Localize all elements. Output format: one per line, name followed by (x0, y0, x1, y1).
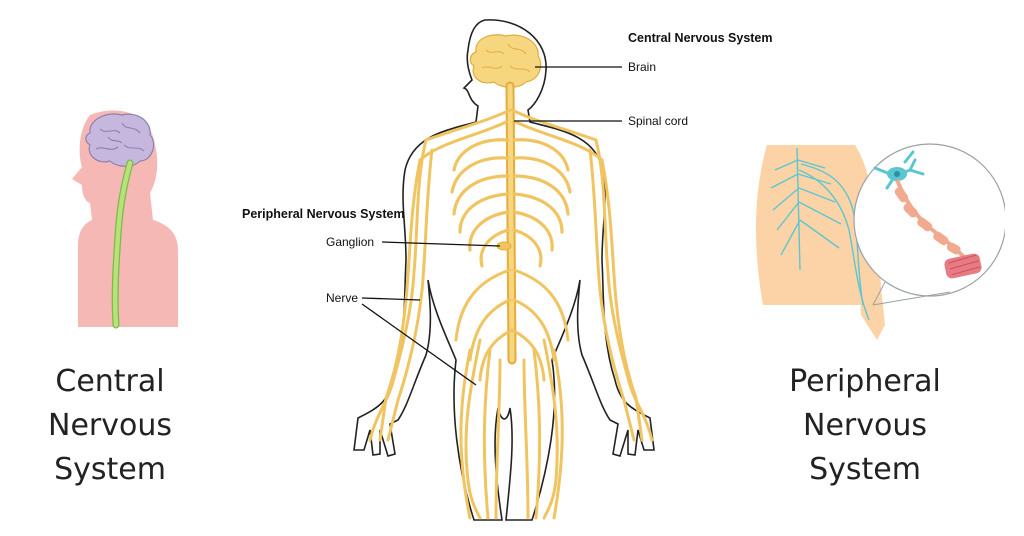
ganglion-label: Ganglion (326, 235, 374, 249)
cns-caption: Central Nervous System (20, 360, 200, 492)
back-nerves (770, 147, 870, 321)
arm (841, 145, 885, 340)
cns-heading: Central Nervous System (628, 31, 773, 45)
pns-caption-line-3: System (809, 452, 921, 487)
pns-caption-line-2: Nervous (803, 408, 927, 443)
pns-illustration (756, 143, 1005, 340)
cns-caption-line-3: System (54, 452, 166, 487)
cns-illustration (72, 110, 178, 329)
zoom-circle (853, 143, 1005, 297)
cns-caption-line-1: Central (55, 364, 165, 399)
muscle-fiber (944, 253, 982, 279)
brain-label: Brain (628, 60, 656, 74)
back-torso (756, 145, 874, 305)
neuron (873, 150, 982, 279)
intercostal-nerves (450, 138, 572, 268)
pns-caption: Peripheral Nervous System (770, 360, 960, 492)
nervous-system-diagram: Central Nervous System Brain Spinal cord… (242, 19, 773, 521)
pns-heading: Peripheral Nervous System (242, 207, 405, 221)
head-silhouette (72, 110, 178, 327)
peripheral-nerves (368, 108, 654, 520)
spinal-cord-label: Spinal cord (628, 114, 688, 128)
brain-shape (85, 113, 155, 167)
pns-caption-line-1: Peripheral (789, 364, 941, 399)
brain (469, 34, 542, 88)
leader-lines (361, 66, 622, 386)
cns-caption-line-2: Nervous (48, 408, 172, 443)
nerve-label: Nerve (326, 291, 358, 305)
